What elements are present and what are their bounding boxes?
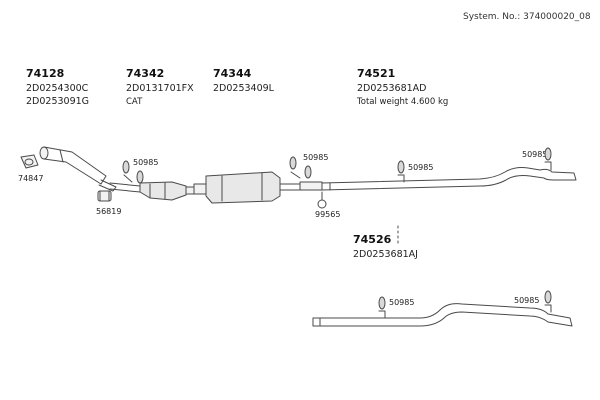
label-gasket: 74847 xyxy=(18,174,44,183)
part-code: 2D0253681AJ xyxy=(353,249,418,260)
label-hanger: 50985 xyxy=(408,163,434,172)
label-hanger: 50985 xyxy=(522,150,548,159)
hanger-icon xyxy=(397,147,552,183)
middle-silencer-icon xyxy=(193,171,301,204)
part-number-74128: 74128 xyxy=(26,67,65,80)
hanger-icon xyxy=(122,160,144,184)
front-pipe-icon xyxy=(39,146,117,192)
catalytic-converter-icon xyxy=(109,181,195,201)
label-hanger: 50985 xyxy=(303,153,329,162)
part-code: 2D0131701FX xyxy=(126,83,194,94)
system-number: System. No.: 374000020_08 xyxy=(463,12,591,22)
part-code: 2D0254300C xyxy=(26,83,89,94)
label-hanger: 50985 xyxy=(389,298,415,307)
hanger-icon xyxy=(378,290,552,319)
part-code: 2D0253091G xyxy=(26,96,90,107)
label-bracket: 99565 xyxy=(315,210,341,219)
label-clamp: 56819 xyxy=(96,207,122,216)
part-number-74342: 74342 xyxy=(126,67,165,80)
part-note: Total weight 4.600 kg xyxy=(357,97,449,107)
part-code: 2D0253409L xyxy=(213,83,274,94)
alternative-rear-pipe-icon xyxy=(312,303,573,327)
part-number-74344: 74344 xyxy=(213,67,252,80)
clamp-icon xyxy=(97,190,112,202)
rear-pipe-icon xyxy=(299,167,577,191)
hanger-icon xyxy=(289,156,312,179)
label-hanger: 50985 xyxy=(514,296,540,305)
part-note: CAT xyxy=(126,97,143,107)
label-hanger: 50985 xyxy=(133,158,159,167)
bracket-icon xyxy=(317,191,327,209)
gasket-icon xyxy=(20,154,39,169)
part-code: 2D0253681AD xyxy=(357,83,427,94)
part-number-74521: 74521 xyxy=(357,67,396,80)
part-number-74526: 74526 xyxy=(353,233,392,246)
